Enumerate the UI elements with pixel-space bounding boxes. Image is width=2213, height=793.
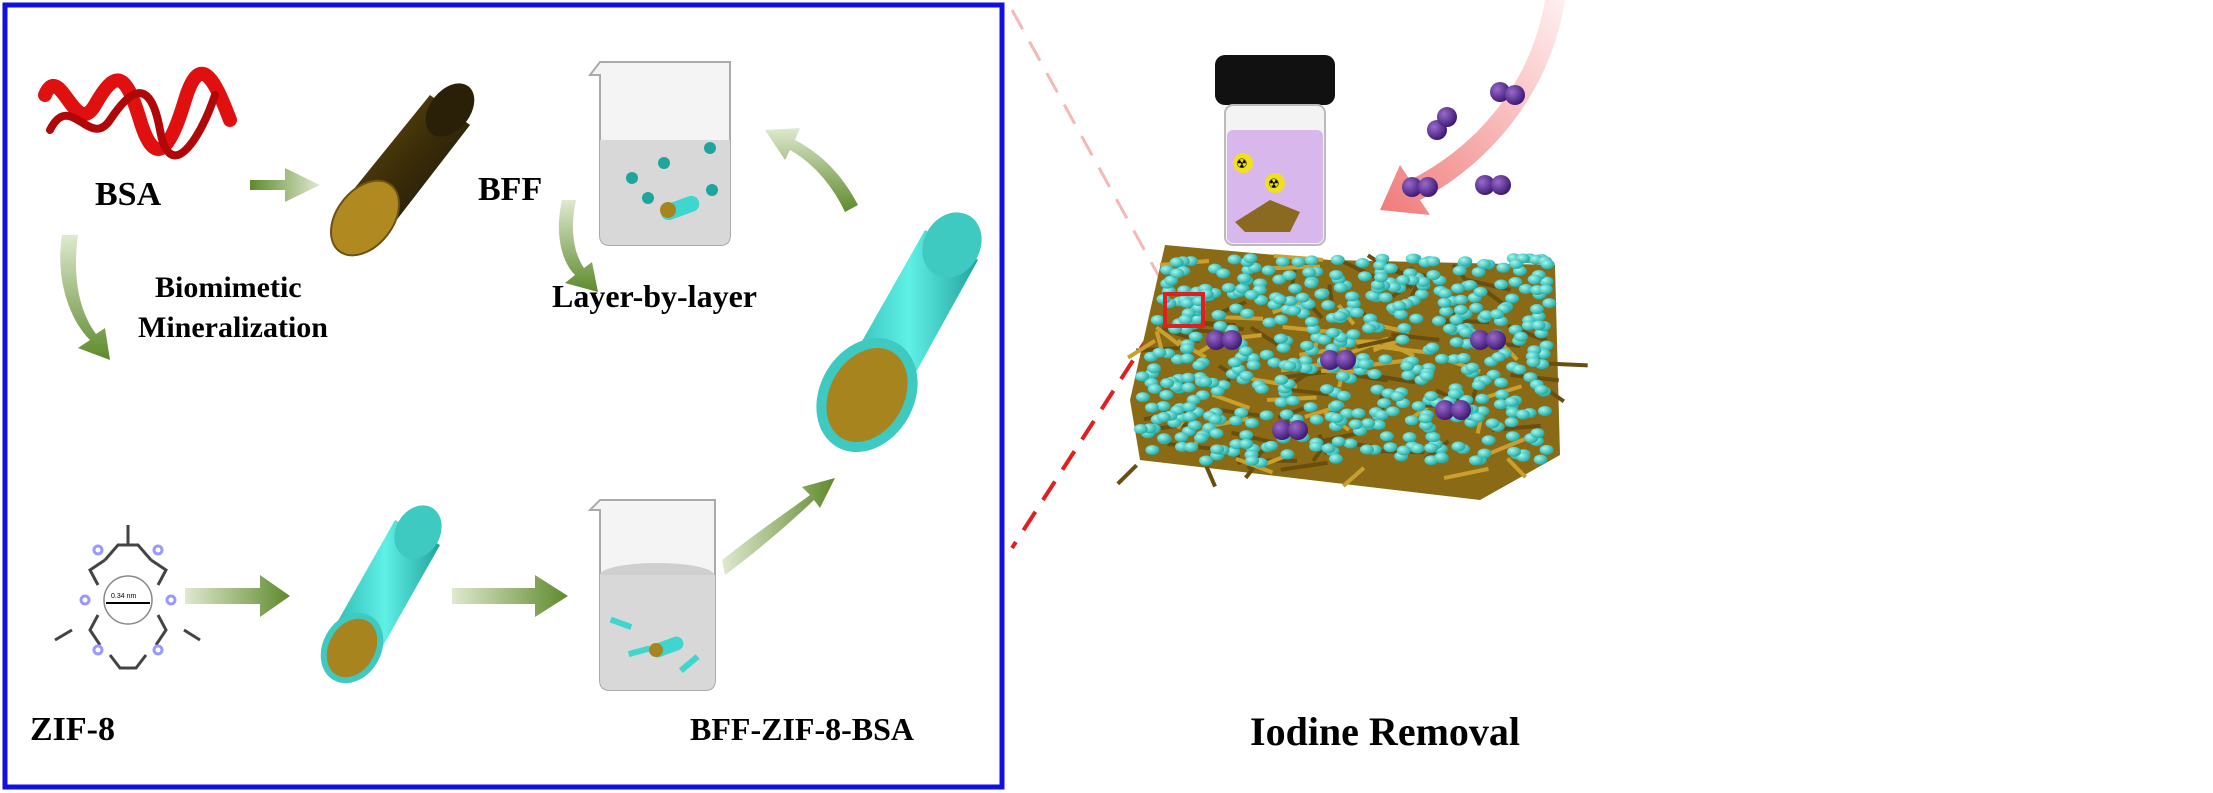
product-label: BFF-ZIF-8-BSA bbox=[690, 711, 914, 747]
zif8-label: ZIF-8 bbox=[30, 711, 115, 748]
beaker-top-icon bbox=[587, 61, 731, 246]
arrow-beaker-to-product bbox=[722, 478, 835, 575]
zoom-highlight-box bbox=[1163, 292, 1205, 328]
arrow-bff-to-bsa bbox=[250, 168, 320, 202]
biomimetic-label: Biomimetic bbox=[155, 271, 302, 304]
arrow-rod-to-beaker bbox=[452, 575, 568, 617]
svg-text:☢: ☢ bbox=[1268, 177, 1280, 192]
svg-text:☢: ☢ bbox=[1236, 157, 1248, 172]
zoom-guide-line-top bbox=[1010, 9, 1174, 301]
zif8-structure-icon bbox=[54, 525, 201, 670]
pore-size-label: 0.34 nm bbox=[111, 593, 136, 600]
layer-by-layer-label: Layer-by-layer bbox=[552, 278, 757, 314]
radioactive-vial-icon: ☢ ☢ bbox=[1215, 55, 1335, 246]
arrow-beaker-down bbox=[558, 200, 598, 292]
zif-coated-rod-icon bbox=[320, 505, 442, 684]
product-rod-icon bbox=[816, 212, 982, 453]
arrow-bsa-to-zif bbox=[60, 235, 110, 360]
adsorbed-iodine bbox=[1206, 330, 1506, 440]
iodine-molecules-gas bbox=[1402, 82, 1525, 197]
bsa-label: BSA bbox=[95, 176, 162, 213]
bff-label: BFF bbox=[478, 171, 542, 208]
bff-rod-icon bbox=[330, 83, 475, 257]
arrow-product-to-beaker bbox=[765, 128, 858, 212]
bsa-protein-icon bbox=[38, 67, 237, 160]
incoming-iodine-arrow bbox=[1380, 0, 1565, 215]
iodine-removal-title: Iodine Removal bbox=[1250, 709, 1520, 754]
mineralization-label: Mineralization bbox=[138, 311, 328, 344]
arrow-zif-to-rod bbox=[185, 575, 290, 617]
bff-zif8-bsa-membrane bbox=[1116, 245, 1588, 500]
beaker-bottom-icon bbox=[587, 499, 716, 691]
